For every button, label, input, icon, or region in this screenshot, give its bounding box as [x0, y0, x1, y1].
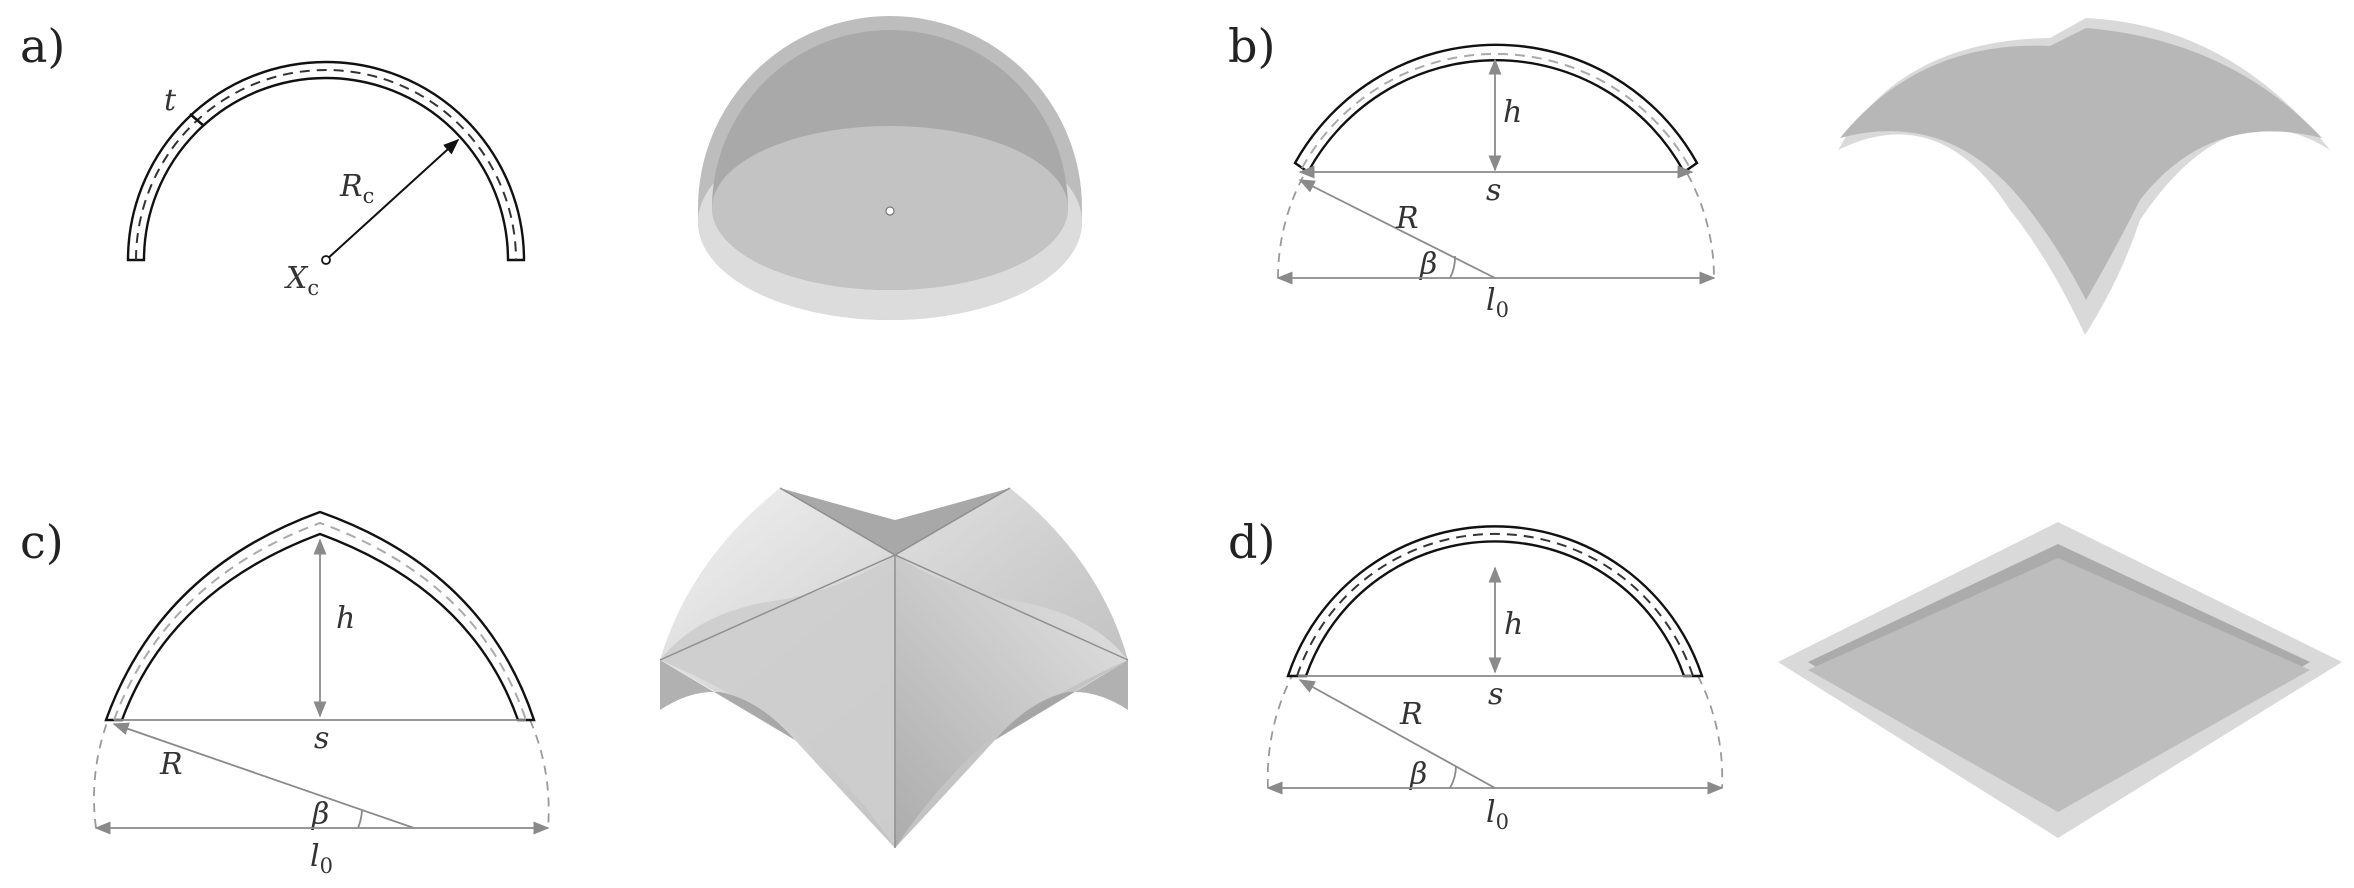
panel-d-span-label: s: [1488, 677, 1503, 712]
panel-a-shell-ring: [126, 60, 526, 262]
panel-a-dome-apex-marker: [885, 206, 895, 216]
panel-a-center-point: [321, 255, 331, 265]
panel-b-radius-label: R: [1395, 201, 1419, 236]
panel-b-shell-segment: [1293, 43, 1699, 174]
panel-a-thickness-tick: [189, 113, 205, 127]
panel-b: b) h s R β l0: [1228, 18, 2330, 335]
panel-d: d) h s R β l0: [1228, 515, 2342, 838]
panel-b-angle-label: β: [1419, 247, 1437, 282]
panel-a-radius-label: Rc: [339, 169, 374, 208]
panel-b-rise-label: h: [1503, 95, 1522, 130]
panel-d-radius-label: R: [1399, 697, 1423, 732]
panel-c-rise-label: h: [336, 601, 355, 636]
panel-d-angle-label: β: [1409, 757, 1427, 792]
panel-a-center-label: Xc: [284, 261, 319, 300]
panel-d-base-label: l0: [1486, 795, 1509, 834]
panel-d-radius-line: [1298, 679, 1496, 789]
panel-b-base-label: l0: [1486, 283, 1509, 322]
panel-c: c) h s R β l0: [20, 487, 1129, 878]
panel-a-thickness-label: t: [164, 83, 177, 118]
panel-d-generating-circle: [1266, 675, 1724, 789]
panel-c-radius-label: R: [159, 747, 183, 782]
panel-c-radius-line: [112, 722, 415, 829]
panel-c-span-label: s: [314, 721, 329, 756]
panel-c-base-label: l0: [310, 839, 333, 878]
panel-c-angle-label: β: [311, 797, 329, 832]
panel-a-dome-render: [698, 16, 1082, 320]
panel-a-midline: [135, 69, 517, 261]
panel-b-radius-line: [1298, 179, 1496, 279]
panel-a: a) t Rc Xc: [20, 16, 1082, 320]
panel-a-label: a): [20, 19, 65, 73]
panel-c-generating-circle: [93, 719, 550, 829]
panel-b-shell-render: [1838, 18, 2330, 335]
panel-d-shell-segment: [1286, 525, 1704, 678]
panel-b-generating-circle: [1277, 59, 1715, 279]
panel-a-radius-arrow: [325, 138, 460, 261]
panel-d-angle-arc: [1449, 765, 1457, 789]
panel-c-midline: [113, 521, 527, 721]
panel-d-rise-label: h: [1504, 607, 1523, 642]
panel-b-label: b): [1228, 19, 1275, 73]
panel-b-span-label: s: [1486, 173, 1501, 208]
panel-c-vault-render: [659, 487, 1129, 848]
panel-d-shell-render: [1778, 522, 2342, 838]
panel-b-midline: [1301, 53, 1691, 169]
panel-a-section: t Rc Xc: [126, 60, 526, 300]
panel-d-section: h s R β l0: [1266, 525, 1724, 834]
panel-b-angle-arc: [1449, 255, 1456, 279]
panel-b-section: h s R β l0: [1276, 43, 1716, 322]
panel-d-midline: [1296, 532, 1694, 677]
panel-c-section: h s R β l0: [93, 510, 550, 878]
panel-c-label: c): [20, 515, 64, 569]
panel-d-label: d): [1228, 515, 1275, 569]
panel-c-angle-arc: [357, 809, 363, 829]
